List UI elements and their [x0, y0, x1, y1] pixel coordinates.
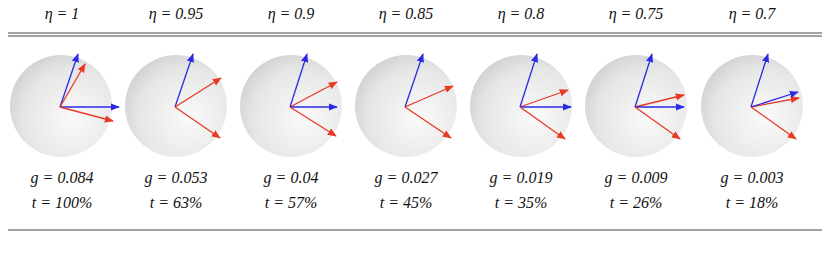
g-value: g = 0.027: [375, 170, 438, 186]
t-value: t = 18%: [726, 195, 779, 211]
parameter-header: η = 0.7: [729, 6, 776, 22]
t-value: t = 35%: [495, 195, 548, 211]
bottom-rule: [8, 230, 822, 231]
g-value: g = 0.009: [605, 170, 668, 186]
parameter-header: η = 0.85: [379, 6, 434, 22]
g-value: g = 0.019: [490, 170, 553, 186]
t-value: t = 26%: [610, 195, 663, 211]
parameter-header: η = 0.8: [498, 6, 545, 22]
parameter-header: η = 0.95: [149, 6, 204, 22]
sphere-plots: [10, 54, 803, 157]
header-rule: [8, 33, 822, 34]
g-value: g = 0.084: [31, 170, 94, 186]
t-value: t = 63%: [150, 195, 203, 211]
parameter-header: η = 0.75: [609, 6, 664, 22]
header-rule: [8, 36, 822, 37]
g-value: g = 0.04: [264, 170, 319, 186]
parameter-header: η = 0.9: [268, 6, 315, 22]
g-value: g = 0.053: [145, 170, 208, 186]
parameter-header: η = 1: [45, 6, 80, 22]
t-value: t = 45%: [380, 195, 433, 211]
t-value: t = 100%: [32, 195, 93, 211]
t-value: t = 57%: [265, 195, 318, 211]
g-value: g = 0.003: [721, 170, 784, 186]
